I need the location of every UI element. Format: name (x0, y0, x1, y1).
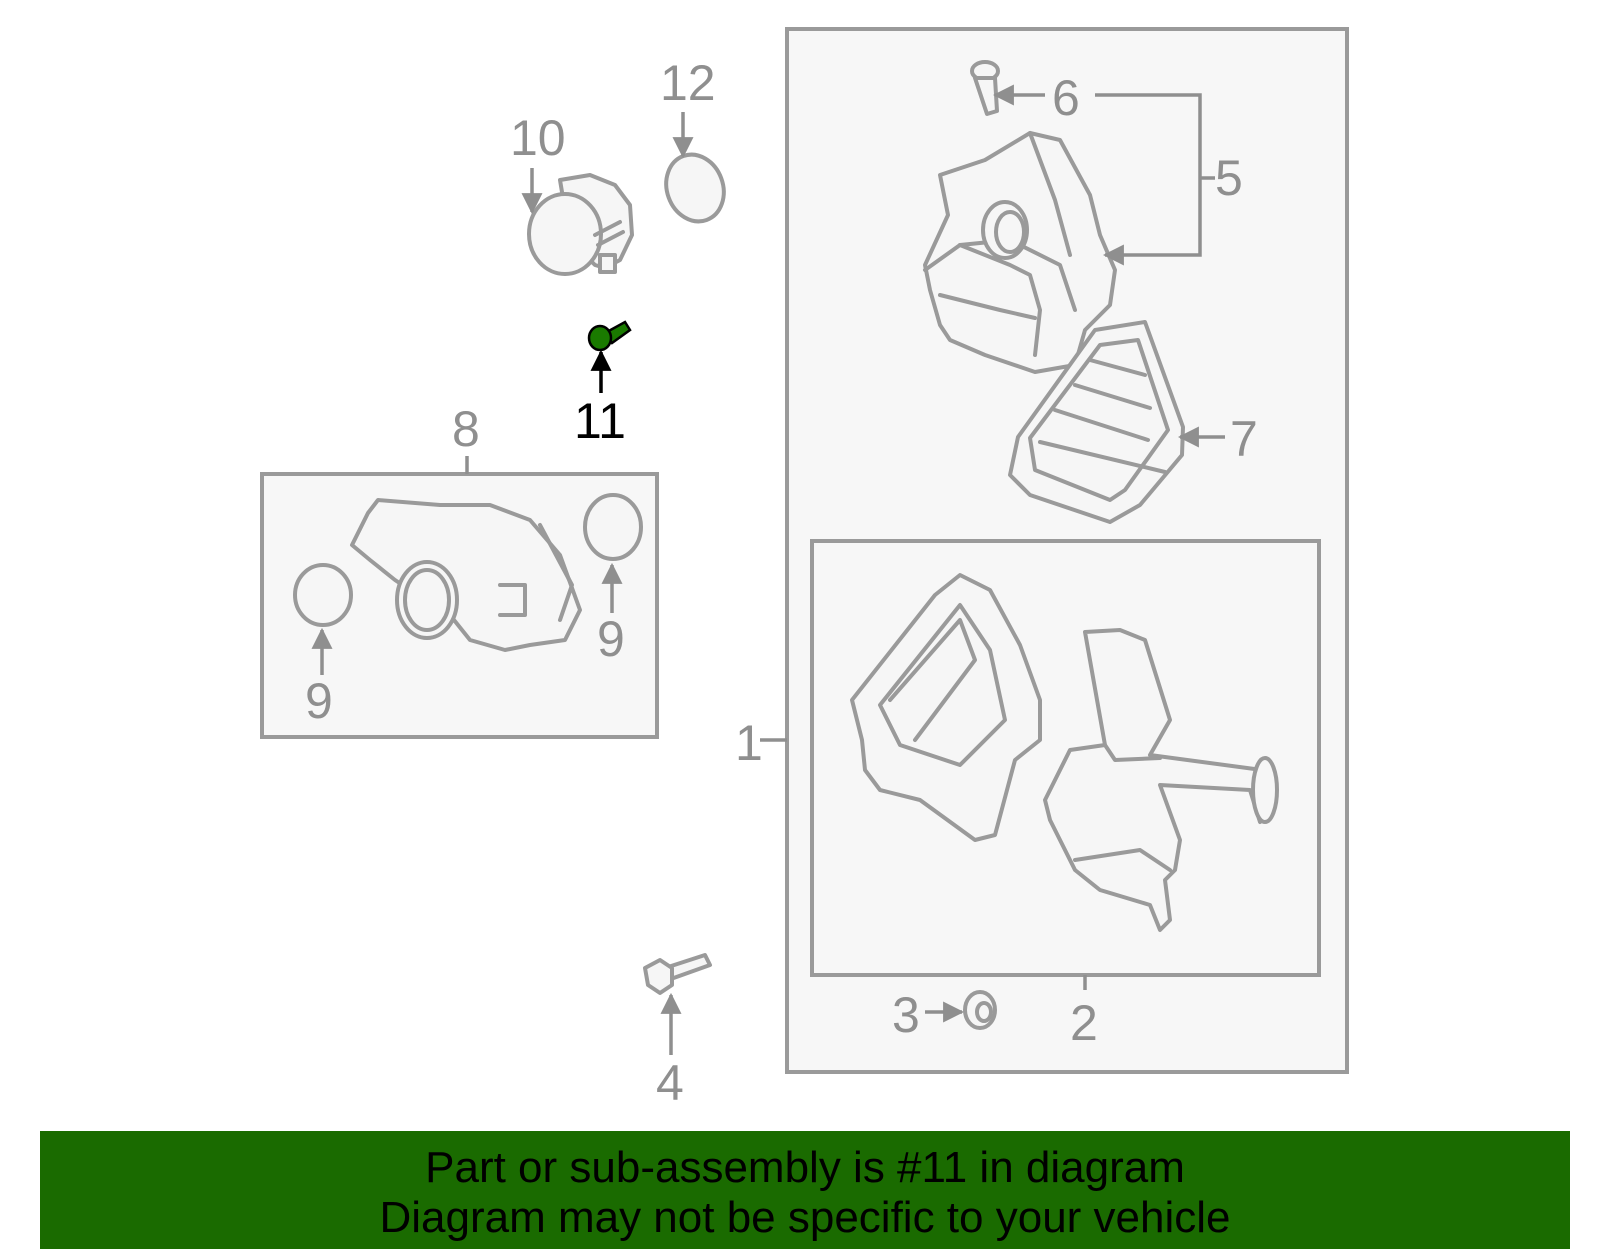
callout-11: 11 (574, 393, 626, 449)
intake-tube-part-8 (350, 498, 582, 652)
callout-9-right: 9 (597, 611, 625, 667)
air-cleaner-housing-part-2 (850, 573, 1042, 842)
bolt-part-4 (643, 953, 712, 995)
callout-9-left: 9 (305, 673, 333, 729)
banner-line-1: Part or sub-assembly is #11 in diagram (425, 1143, 1185, 1192)
callout-12: 12 (660, 55, 716, 111)
clamp-part-9-left (293, 563, 353, 627)
air-cleaner-cover-part-5 (923, 131, 1117, 374)
callout-5: 5 (1215, 150, 1243, 206)
callout-4: 4 (656, 1055, 684, 1111)
info-banner: Part or sub-assembly is #11 in diagram D… (40, 1131, 1570, 1249)
air-duct-part-2 (1043, 628, 1279, 932)
callout-3: 3 (892, 987, 920, 1043)
maf-sensor-part-10 (527, 173, 634, 276)
callout-6: 6 (1052, 70, 1080, 126)
callout-8: 8 (452, 401, 480, 457)
banner-line-2: Diagram may not be specific to your vehi… (379, 1193, 1231, 1242)
grommet-part-3 (963, 990, 997, 1030)
air-filter-part-7 (1008, 320, 1185, 524)
bolt-part-11 (587, 320, 632, 352)
callout-10: 10 (510, 110, 566, 166)
bolt-part-6 (970, 60, 1000, 116)
callout-2: 2 (1070, 995, 1098, 1051)
clamp-part-9-right (583, 493, 643, 561)
callout-1: 1 (735, 715, 763, 771)
seal-ring-part-12 (664, 152, 726, 224)
callout-7: 7 (1230, 411, 1258, 467)
